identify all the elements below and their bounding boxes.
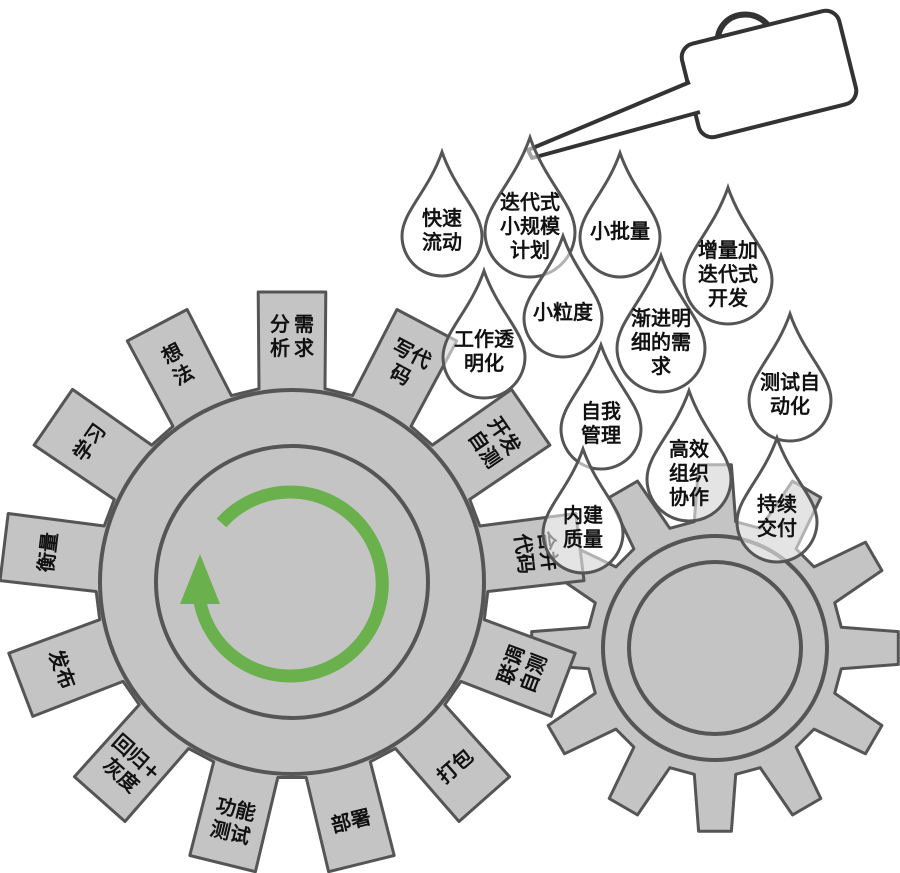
drop-label: 小批量 [590,219,650,243]
water-drops: 快速流动迭代式小规模计划小批量增量加迭代式开发小粒度渐进明细的需求工作透明化测试… [400,132,833,575]
small-gear [530,463,900,833]
drop-label: 协作 [669,485,709,509]
drop-label: 动化 [770,394,810,418]
drop-label: 渐进明 [631,306,691,330]
drop-label: 工作透 [454,327,515,351]
svg-text:求: 求 [294,336,315,360]
svg-text:分: 分 [270,312,290,336]
water-drop: 小批量 [578,148,662,279]
drop-label: 测试自 [760,370,820,394]
drop-label: 计划 [510,238,550,262]
drop-label: 迭代式 [500,190,560,214]
drop-label: 小规模 [500,214,561,238]
watering-can-icon [526,8,859,160]
cycle-arrow-icon [180,485,389,683]
drop-label: 质量 [563,527,603,551]
water-drop: 小粒度 [522,231,604,359]
small-gear-inner-ring [627,560,803,736]
drop-label: 增量加 [698,238,758,262]
drop-label: 细的需 [631,330,691,354]
drop-label: 开发 [708,286,749,310]
drop-label: 交付 [757,516,797,540]
svg-text:析: 析 [270,336,290,360]
drop-label: 明化 [464,351,504,375]
svg-text:需: 需 [294,312,314,336]
drop-label: 持续 [757,492,797,516]
svg-text:衡量: 衡量 [33,531,62,574]
drop-label: 快速 [422,206,462,230]
gear-tooth-label: 衡量 [33,531,62,574]
drop-label: 自我 [581,399,621,423]
drop-label: 管理 [581,423,621,447]
drop-label: 流动 [422,230,462,254]
drop-label: 迭代式 [698,262,758,286]
drop-label: 小粒度 [533,300,594,324]
drop-label: 内建 [563,503,603,527]
drop-label: 高效 [669,437,709,461]
drop-label: 求 [651,354,672,378]
drop-label: 组织 [669,461,709,485]
svg-text:代码: 代码 [510,531,539,575]
